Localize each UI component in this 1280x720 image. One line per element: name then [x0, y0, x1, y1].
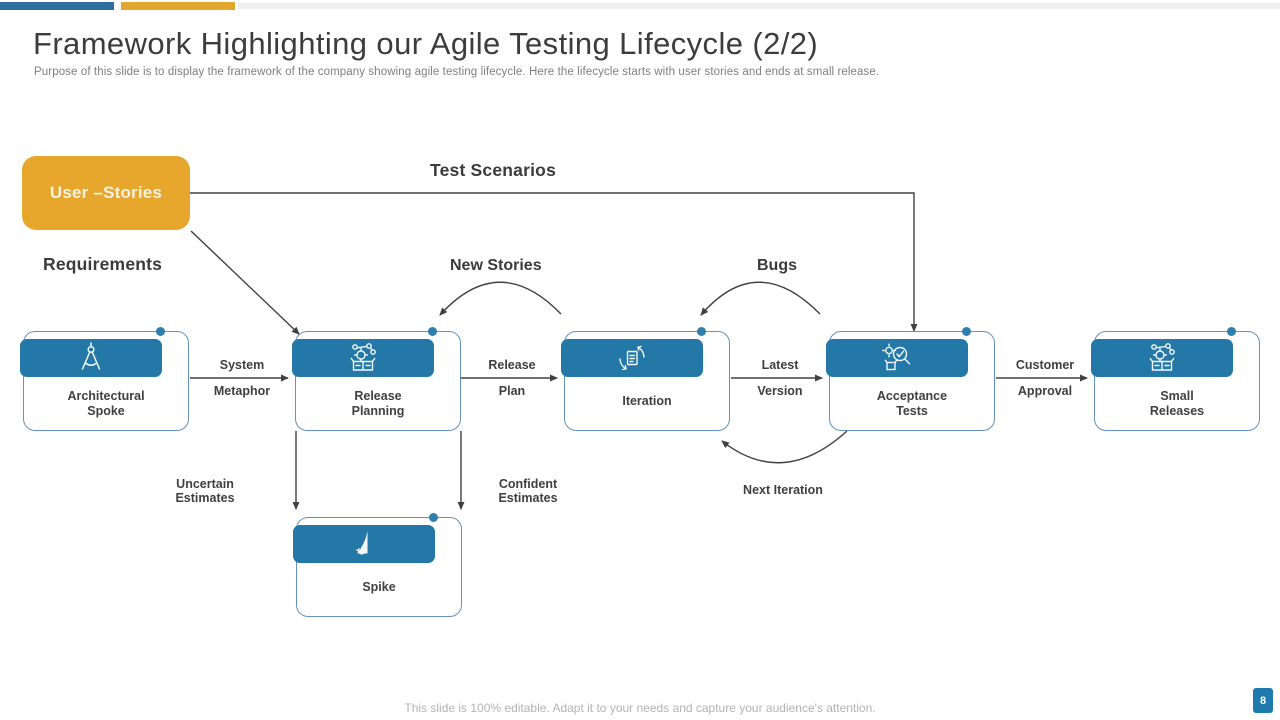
- node-iteration: Iteration: [561, 327, 730, 431]
- edge-word-bottom: Version: [757, 384, 803, 398]
- page-subtitle: Purpose of this slide is to display the …: [34, 66, 880, 78]
- node-architectural-spoke-label: Architectural Spoke: [67, 389, 145, 418]
- node-acceptance-tests: Acceptance Tests: [826, 327, 995, 431]
- node-release-planning-header: [292, 339, 434, 377]
- node-acceptance-tests-label: Acceptance Tests: [876, 389, 948, 418]
- document-cycle-icon: [619, 345, 645, 371]
- edge-word-top: Latest: [761, 358, 799, 372]
- node-iteration-label: Iteration: [622, 394, 672, 408]
- node-spike: Spike: [293, 513, 462, 617]
- node-small-releases-header: [1091, 339, 1233, 377]
- node-architectural-spoke-header: [20, 339, 162, 377]
- corner-dot: [1227, 327, 1236, 336]
- release-box-gear-icon: [1149, 343, 1175, 371]
- label-new-stories: New Stories: [450, 257, 542, 274]
- label-confident-estimates: Confident Estimates: [498, 477, 558, 506]
- footer-note: This slide is 100% editable. Adapt it to…: [404, 701, 876, 715]
- label-test-scenarios: Test Scenarios: [430, 160, 557, 180]
- node-spike-label: Spike: [362, 580, 396, 594]
- node-user-stories-label: User –Stories: [49, 183, 163, 202]
- label-next-iteration: Next Iteration: [743, 483, 823, 497]
- node-release-planning-label: Release Planning: [351, 389, 405, 418]
- edge-word-bottom: Approval: [1017, 384, 1073, 398]
- edge-label-system-metaphor: System Metaphor: [187, 358, 297, 399]
- edge-word-top: Release: [488, 358, 536, 372]
- edge-word-top: Customer: [1015, 358, 1075, 372]
- node-small-releases-label: Small Releases: [1149, 389, 1205, 418]
- edge-word-top: System: [219, 358, 265, 372]
- node-architectural-spoke: Architectural Spoke: [20, 327, 189, 431]
- node-small-releases: Small Releases: [1091, 327, 1260, 431]
- magnifier-check-icon: [882, 343, 911, 371]
- node-iteration-header: [561, 339, 703, 377]
- edge-label-latest-version: Latest Version: [725, 358, 835, 399]
- corner-dot: [429, 513, 438, 522]
- sail-spike-icon: [356, 531, 368, 555]
- page-number-badge: 8: [1253, 688, 1273, 713]
- node-release-planning: Release Planning: [292, 327, 461, 431]
- page-title: Framework Highlighting our Agile Testing…: [33, 26, 819, 61]
- node-acceptance-tests-header: [826, 339, 968, 377]
- node-user-stories: User –Stories: [22, 156, 190, 230]
- node-spike-header: [293, 525, 435, 563]
- label-bugs: Bugs: [757, 257, 797, 274]
- release-box-gear-icon: [350, 343, 376, 371]
- corner-dot: [156, 327, 165, 336]
- drafting-compass-icon: [81, 342, 101, 370]
- topbar-gray-line: [238, 3, 1280, 9]
- topbar-blue-segment: [0, 2, 114, 10]
- label-requirements: Requirements: [43, 254, 163, 274]
- label-uncertain-estimates: Uncertain Estimates: [175, 477, 235, 506]
- corner-dot: [962, 327, 971, 336]
- corner-dot: [697, 327, 706, 336]
- topbar-yellow-segment: [121, 2, 235, 10]
- edge-word-bottom: Metaphor: [213, 384, 271, 398]
- edge-label-customer-approval: Customer Approval: [990, 358, 1100, 399]
- edge-label-release-plan: Release Plan: [457, 358, 567, 399]
- edge-word-bottom: Plan: [498, 384, 526, 398]
- corner-dot: [428, 327, 437, 336]
